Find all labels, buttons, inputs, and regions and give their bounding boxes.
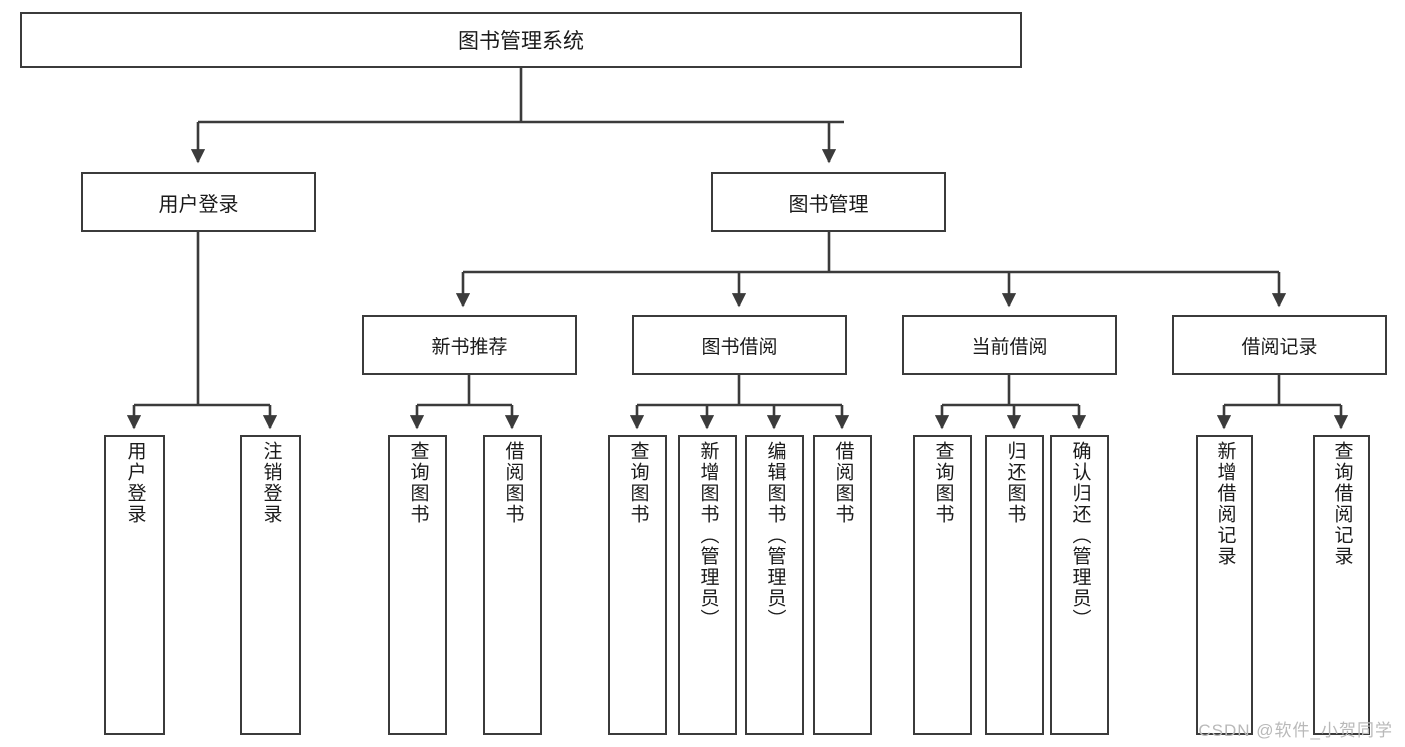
leaf-borrow-book-1-label: 借阅图书 bbox=[502, 441, 524, 525]
leaf-confirm-return-label: 确认归还（管理员） bbox=[1069, 441, 1091, 630]
leaf-borrow-book-2-label: 借阅图书 bbox=[832, 441, 854, 525]
leaf-add-record[interactable]: 新增借阅记录 bbox=[1196, 435, 1253, 735]
node-user-login[interactable]: 用户登录 bbox=[81, 172, 316, 232]
leaf-query-book-1-label: 查询图书 bbox=[407, 441, 429, 525]
node-borrow-record[interactable]: 借阅记录 bbox=[1172, 315, 1387, 375]
node-current-borrow-label: 当前借阅 bbox=[971, 336, 1048, 358]
leaf-query-record[interactable]: 查询借阅记录 bbox=[1313, 435, 1370, 735]
leaf-return-book-label: 归还图书 bbox=[1004, 441, 1026, 525]
node-root[interactable]: 图书管理系统 bbox=[20, 12, 1022, 68]
node-new-book-recommend-label: 新书推荐 bbox=[431, 336, 508, 358]
node-book-borrow[interactable]: 图书借阅 bbox=[632, 315, 847, 375]
node-user-login-label: 用户登录 bbox=[158, 193, 239, 216]
leaf-return-book[interactable]: 归还图书 bbox=[985, 435, 1044, 735]
leaf-query-book-2-label: 查询图书 bbox=[627, 441, 649, 525]
node-root-label: 图书管理系统 bbox=[458, 30, 584, 53]
leaf-query-book-2[interactable]: 查询图书 bbox=[608, 435, 667, 735]
leaf-confirm-return[interactable]: 确认归还（管理员） bbox=[1050, 435, 1109, 735]
node-new-book-recommend[interactable]: 新书推荐 bbox=[362, 315, 577, 375]
node-current-borrow[interactable]: 当前借阅 bbox=[902, 315, 1117, 375]
leaf-add-record-label: 新增借阅记录 bbox=[1214, 441, 1236, 567]
leaf-query-record-label: 查询借阅记录 bbox=[1331, 441, 1353, 567]
leaf-query-book-3[interactable]: 查询图书 bbox=[913, 435, 972, 735]
leaf-user-logout-label: 注销登录 bbox=[260, 441, 282, 525]
leaf-query-book-1[interactable]: 查询图书 bbox=[388, 435, 447, 735]
leaf-user-login-label: 用户登录 bbox=[124, 441, 146, 525]
leaf-borrow-book-1[interactable]: 借阅图书 bbox=[483, 435, 542, 735]
leaf-edit-book-label: 编辑图书（管理员） bbox=[764, 441, 786, 630]
leaf-add-book[interactable]: 新增图书（管理员） bbox=[678, 435, 737, 735]
leaf-borrow-book-2[interactable]: 借阅图书 bbox=[813, 435, 872, 735]
csdn-watermark: CSDN @软件_小贺同学 bbox=[1198, 721, 1393, 740]
node-book-manage[interactable]: 图书管理 bbox=[711, 172, 946, 232]
node-borrow-record-label: 借阅记录 bbox=[1241, 336, 1318, 358]
leaf-query-book-3-label: 查询图书 bbox=[932, 441, 954, 525]
leaf-user-login[interactable]: 用户登录 bbox=[104, 435, 165, 735]
node-book-borrow-label: 图书借阅 bbox=[701, 336, 778, 358]
leaf-add-book-label: 新增图书（管理员） bbox=[697, 441, 719, 630]
leaf-edit-book[interactable]: 编辑图书（管理员） bbox=[745, 435, 804, 735]
leaf-user-logout[interactable]: 注销登录 bbox=[240, 435, 301, 735]
node-book-manage-label: 图书管理 bbox=[788, 193, 869, 216]
